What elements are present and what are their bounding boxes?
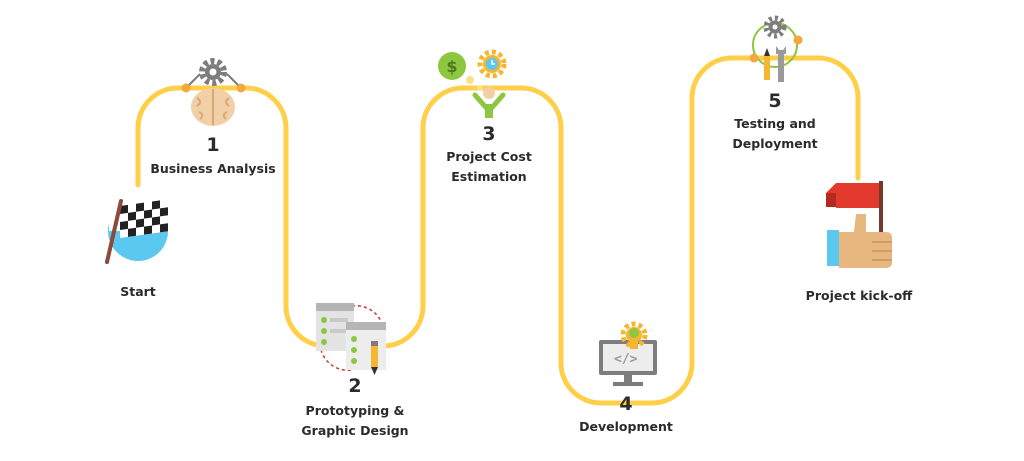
gear-icon (763, 15, 787, 39)
finish-label: Project kick-off (805, 288, 913, 303)
tools-gear-icon (749, 15, 803, 82)
checkered-flag-cloth (120, 198, 172, 238)
step-title-line-2: Deployment (732, 136, 818, 151)
step-title-line-1: Project Cost (446, 149, 532, 164)
red-flag (826, 183, 879, 208)
step-title-line-1: Prototyping & (305, 403, 405, 418)
step-5-label: 5 Testing and Deployment (710, 91, 840, 153)
brain-gear-icon (181, 58, 246, 126)
person-thinking-icon (472, 87, 506, 118)
step-number: 1 (206, 134, 220, 156)
step-4-label: 4 Development (561, 394, 691, 436)
dollar-coin-icon (438, 52, 466, 80)
wireframe-window-front (346, 322, 386, 370)
step-3-label: 3 Project Cost Estimation (424, 124, 554, 186)
pencil-icon (764, 48, 770, 80)
svg-text:$: $ (446, 57, 457, 76)
step-number: 5 (768, 90, 782, 112)
wrench-icon (776, 46, 786, 82)
step-title: Development (579, 419, 673, 434)
step-title: Business Analysis (150, 161, 276, 176)
step-1-label: 1 Business Analysis (148, 135, 278, 178)
clock-gear-icon (477, 49, 507, 79)
gear-icon (199, 58, 227, 86)
code-brackets-glyph: </> (614, 352, 638, 367)
thumbs-up-hand (827, 214, 892, 268)
thumbs-up-flag-icon (826, 181, 892, 268)
flag-pole (105, 199, 123, 264)
cost-estimation-icon: $ (438, 49, 507, 118)
brain-icon (191, 88, 235, 126)
wireframe-pencil-icon (316, 303, 386, 375)
step-2-label: 2 Prototyping & Graphic Design (290, 376, 420, 440)
step-number: 2 (348, 375, 362, 397)
monitor-code-bulb-icon: </> (599, 321, 657, 386)
step-title-line-2: Estimation (451, 169, 527, 184)
light-bulb-gear-icon (620, 321, 648, 349)
start-label: Start (120, 284, 156, 299)
step-title-line-1: Testing and (734, 116, 816, 131)
step-number: 4 (619, 393, 633, 415)
step-title-line-2: Graphic Design (301, 423, 409, 438)
checkered-flag-icon (105, 198, 172, 264)
step-number: 3 (482, 123, 496, 145)
pencil-icon (371, 341, 378, 375)
